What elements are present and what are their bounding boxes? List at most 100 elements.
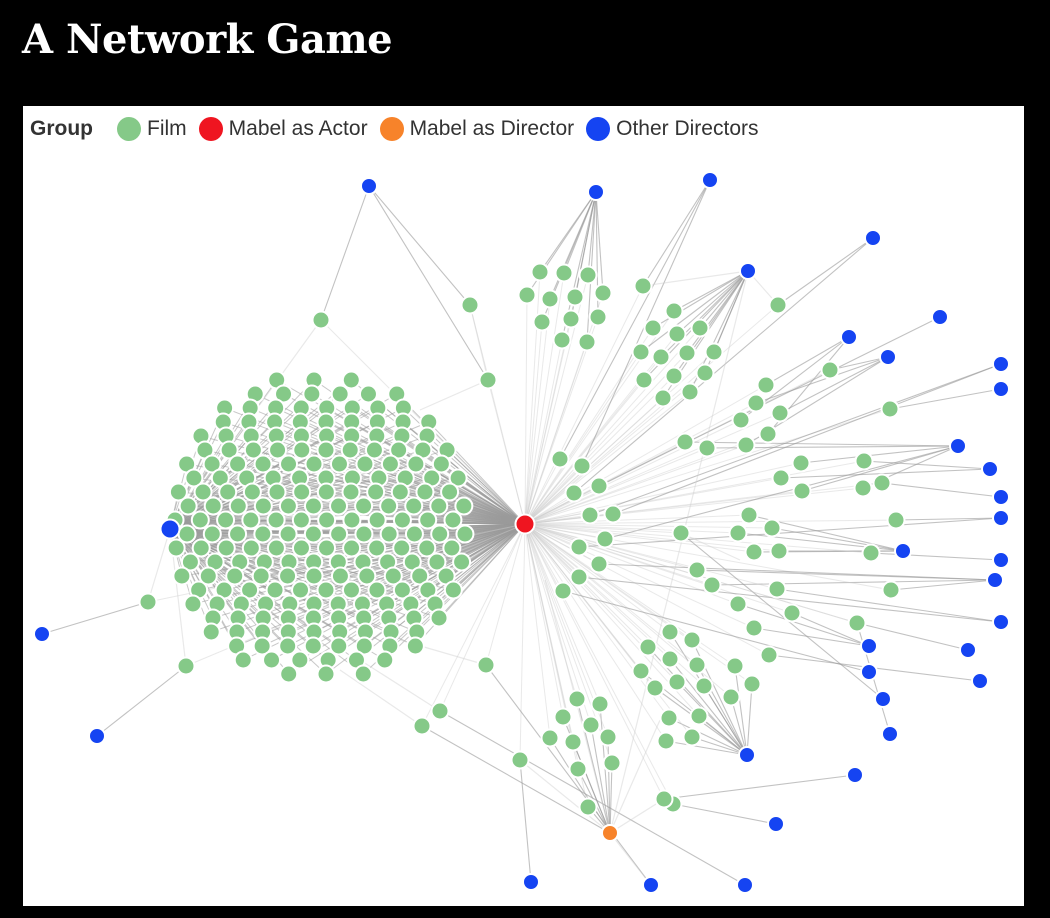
film-node[interactable] — [183, 594, 203, 614]
film-node[interactable] — [759, 645, 779, 665]
film-node[interactable] — [417, 538, 437, 558]
film-node[interactable] — [590, 694, 610, 714]
film-node[interactable] — [178, 496, 198, 516]
film-node[interactable] — [253, 524, 273, 544]
film-node[interactable] — [358, 384, 378, 404]
film-node[interactable] — [656, 731, 676, 751]
film-node[interactable] — [180, 552, 200, 572]
film-node[interactable] — [532, 312, 552, 332]
film-node[interactable] — [677, 343, 697, 363]
director-node[interactable] — [949, 437, 967, 455]
director-node[interactable] — [736, 876, 754, 894]
film-node[interactable] — [443, 580, 463, 600]
director-node[interactable] — [992, 355, 1010, 373]
film-node[interactable] — [682, 630, 702, 650]
film-node[interactable] — [598, 727, 618, 747]
legend-item-director[interactable]: Mabel as Director — [379, 117, 574, 141]
film-node[interactable] — [694, 676, 714, 696]
film-node[interactable] — [427, 552, 447, 572]
director-node[interactable] — [860, 663, 878, 681]
film-node[interactable] — [561, 309, 581, 329]
film-node[interactable] — [240, 580, 260, 600]
film-node[interactable] — [440, 482, 460, 502]
director-node[interactable] — [931, 308, 949, 326]
director-node[interactable] — [33, 625, 51, 643]
film-node[interactable] — [645, 678, 665, 698]
film-node[interactable] — [292, 482, 312, 502]
film-node[interactable] — [353, 664, 373, 684]
film-node[interactable] — [266, 538, 286, 558]
film-node[interactable] — [721, 687, 741, 707]
film-node[interactable] — [631, 661, 651, 681]
film-node[interactable] — [540, 728, 560, 748]
film-node[interactable] — [517, 285, 537, 305]
film-node[interactable] — [682, 727, 702, 747]
film-node[interactable] — [304, 454, 324, 474]
film-node[interactable] — [510, 750, 530, 770]
film-node[interactable] — [366, 482, 386, 502]
film-node[interactable] — [341, 580, 361, 600]
film-node[interactable] — [728, 594, 748, 614]
film-node[interactable] — [379, 524, 399, 544]
film-node[interactable] — [303, 636, 323, 656]
film-node[interactable] — [342, 538, 362, 558]
film-node[interactable] — [216, 510, 236, 530]
director-node[interactable] — [840, 328, 858, 346]
director-node[interactable] — [159, 518, 181, 540]
director-node[interactable] — [992, 551, 1010, 569]
film-node[interactable] — [311, 310, 331, 330]
film-node[interactable] — [631, 342, 651, 362]
film-node[interactable] — [758, 424, 778, 444]
legend-item-other-directors[interactable]: Other Directors — [586, 117, 759, 141]
film-node[interactable] — [448, 468, 468, 488]
director-node[interactable] — [986, 571, 1004, 589]
film-node[interactable] — [218, 482, 238, 502]
film-node[interactable] — [316, 482, 336, 502]
film-node[interactable] — [568, 759, 588, 779]
film-node[interactable] — [697, 438, 717, 458]
director-node[interactable] — [992, 509, 1010, 527]
network-graph[interactable] — [23, 106, 1024, 906]
film-node[interactable] — [595, 529, 615, 549]
film-node[interactable] — [565, 287, 585, 307]
film-node[interactable] — [291, 510, 311, 530]
film-node[interactable] — [367, 580, 387, 600]
film-node[interactable] — [602, 753, 622, 773]
film-node[interactable] — [653, 388, 673, 408]
film-node[interactable] — [193, 482, 213, 502]
film-node[interactable] — [291, 580, 311, 600]
film-node[interactable] — [166, 538, 186, 558]
film-node[interactable] — [872, 473, 892, 493]
film-node[interactable] — [228, 496, 248, 516]
film-node[interactable] — [253, 496, 273, 516]
director-node[interactable] — [971, 672, 989, 690]
film-node[interactable] — [654, 789, 674, 809]
film-node[interactable] — [861, 543, 881, 563]
film-node[interactable] — [578, 265, 598, 285]
director-node[interactable] — [767, 815, 785, 833]
film-node[interactable] — [552, 330, 572, 350]
director-node[interactable] — [959, 641, 977, 659]
film-node[interactable] — [429, 496, 449, 516]
film-node[interactable] — [329, 636, 349, 656]
film-node[interactable] — [265, 580, 285, 600]
film-node[interactable] — [266, 510, 286, 530]
film-node[interactable] — [406, 454, 426, 474]
film-node[interactable] — [202, 524, 222, 544]
film-node[interactable] — [316, 440, 336, 460]
film-node[interactable] — [241, 538, 261, 558]
film-node[interactable] — [242, 482, 262, 502]
film-node[interactable] — [278, 636, 298, 656]
film-node[interactable] — [392, 510, 412, 530]
film-node[interactable] — [329, 454, 349, 474]
film-node[interactable] — [418, 510, 438, 530]
film-node[interactable] — [191, 538, 211, 558]
film-node[interactable] — [341, 482, 361, 502]
film-node[interactable] — [567, 689, 587, 709]
film-node[interactable] — [279, 454, 299, 474]
film-node[interactable] — [659, 708, 679, 728]
film-node[interactable] — [675, 432, 695, 452]
film-node[interactable] — [739, 505, 759, 525]
film-node[interactable] — [820, 360, 840, 380]
film-node[interactable] — [341, 370, 361, 390]
